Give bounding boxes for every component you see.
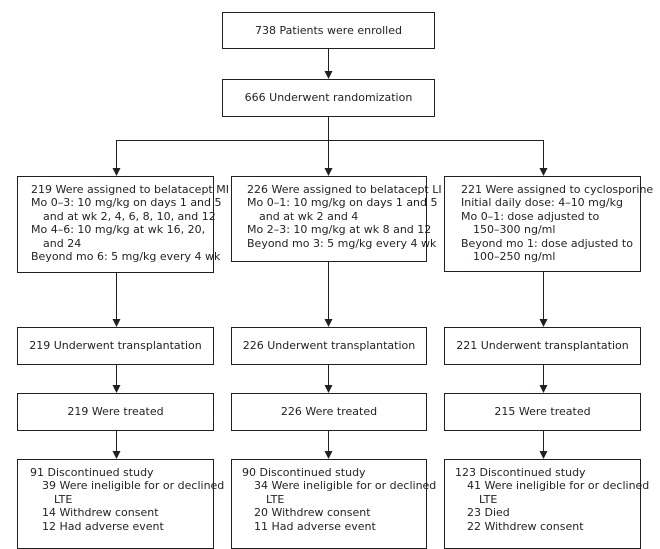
arm1-transplant-box: 219 Underwent transplantation	[17, 327, 214, 365]
arm2-discontinued-reason: 34 Were ineligible for or declined	[254, 479, 437, 493]
arm3-treated-text: 215 Were treated	[494, 405, 591, 419]
arm1-discontinued-reason: 14 Withdrew consent	[42, 506, 159, 520]
flow-connectors	[112, 48, 548, 459]
arm3-discontinued-reason: 23 Died	[467, 506, 510, 520]
arm3-discontinued-count: 123 Discontinued study	[455, 466, 586, 479]
arm2-treated-box: 226 Were treated	[231, 393, 427, 431]
arm1-discontinued-reason: 39 Were ineligible for or declined	[42, 479, 225, 493]
arm3-discontinued-box: 123 Discontinued study 41 Were ineligibl…	[444, 459, 650, 549]
arm1-discontinued-box: 91 Discontinued study 39 Were ineligible…	[17, 459, 225, 549]
arm3-regimen-line: 100–250 ng/ml	[473, 250, 556, 264]
randomization-text: 666 Underwent randomization	[244, 91, 413, 105]
arm1-regimen-line: Beyond mo 6: 5 mg/kg every 4 wk	[31, 250, 221, 264]
arm2-regimen-line: Mo 2–3: 10 mg/kg at wk 8 and 12	[247, 223, 432, 237]
arm2-discontinued-box: 90 Discontinued study 34 Were ineligible…	[231, 459, 437, 549]
arm3-assigned-box: 221 Were assigned to cyclosporine Initia…	[444, 176, 654, 272]
enrolled-text: 738 Patients were enrolled	[255, 23, 402, 37]
arm1-regimen-line: Mo 0–3: 10 mg/kg on days 1 and 5	[31, 196, 222, 210]
arm2-transplant-text: 226 Underwent transplantation	[242, 339, 416, 353]
arm3-treated-box: 215 Were treated	[444, 393, 641, 431]
arm3-regimen-line: 150–300 ng/ml	[473, 223, 556, 237]
arm2-discontinued-reason: 11 Had adverse event	[254, 519, 376, 533]
arm3-regimen-line: Initial daily dose: 4–10 mg/kg	[461, 196, 623, 210]
arm1-treated-box: 219 Were treated	[17, 393, 214, 431]
arm2-discontinued-reason: 20 Withdrew consent	[254, 506, 371, 520]
arm1-discontinued-count: 91 Discontinued study	[30, 466, 154, 479]
arm3-transplant-box: 221 Underwent transplantation	[444, 327, 641, 365]
arm2-assigned-count: 226 Were assigned to belatacept LI	[247, 183, 442, 196]
arm2-transplant-box: 226 Underwent transplantation	[231, 327, 427, 365]
enrolled-box: 738 Patients were enrolled	[222, 12, 435, 49]
arm1-discontinued-reason: LTE	[54, 492, 73, 506]
arm1-regimen-line: and at wk 2, 4, 6, 8, 10, and 12	[43, 209, 216, 223]
arm2-assigned-box: 226 Were assigned to belatacept LI Mo 0–…	[231, 176, 442, 262]
arm2-discontinued-count: 90 Discontinued study	[242, 466, 366, 479]
arm3-discontinued-reason: LTE	[479, 492, 498, 506]
arm3-discontinued-reason: 22 Withdrew consent	[467, 519, 584, 533]
arm3-regimen-line: Beyond mo 1: dose adjusted to	[461, 236, 633, 250]
arm1-discontinued-reason: 12 Had adverse event	[42, 519, 164, 533]
arm1-assigned-box: 219 Were assigned to belatacept MI Mo 0–…	[17, 176, 229, 273]
arm2-discontinued-reason: LTE	[266, 492, 285, 506]
arm3-regimen-line: Mo 0–1: dose adjusted to	[461, 209, 600, 223]
arm3-discontinued-reason: 41 Were ineligible for or declined	[467, 479, 650, 493]
arm2-regimen-line: Mo 0–1: 10 mg/kg on days 1 and 5	[247, 196, 438, 210]
arm1-transplant-text: 219 Underwent transplantation	[29, 339, 202, 353]
arm2-regimen-line: Beyond mo 3: 5 mg/kg every 4 wk	[247, 236, 437, 250]
arm1-regimen-line: and 24	[43, 236, 82, 250]
arm3-transplant-text: 221 Underwent transplantation	[456, 339, 629, 353]
arm3-assigned-count: 221 Were assigned to cyclosporine	[461, 183, 654, 196]
arm1-assigned-count: 219 Were assigned to belatacept MI	[31, 183, 229, 196]
arm1-treated-text: 219 Were treated	[67, 405, 164, 419]
arm2-treated-text: 226 Were treated	[280, 405, 378, 419]
arm2-regimen-line: and at wk 2 and 4	[259, 209, 359, 223]
arm1-regimen-line: Mo 4–6: 10 mg/kg at wk 16, 20,	[31, 223, 206, 237]
randomization-box: 666 Underwent randomization	[222, 79, 435, 117]
